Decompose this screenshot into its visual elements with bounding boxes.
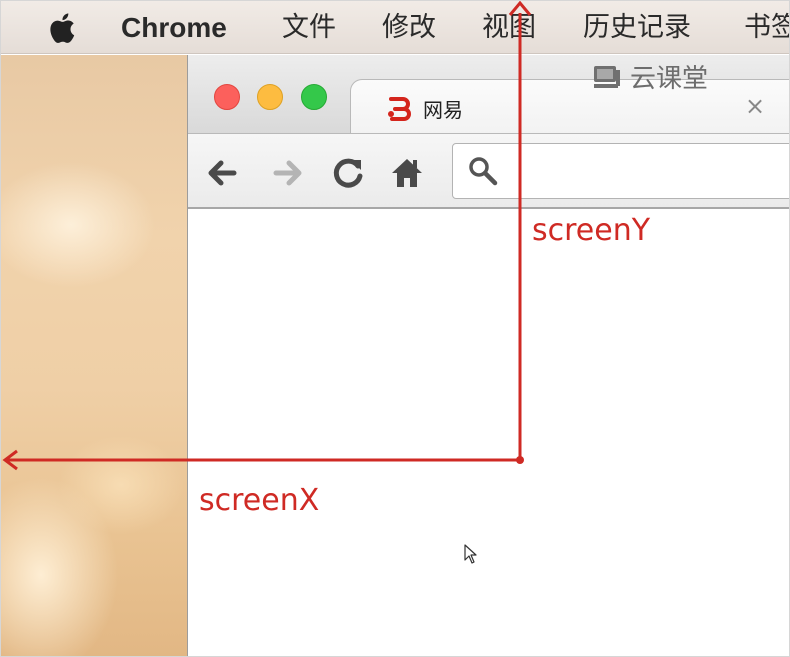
screen-x-label: screenX: [199, 483, 320, 518]
back-arrow-icon[interactable]: [204, 154, 242, 192]
screen-y-label: screenY: [532, 213, 651, 248]
reload-icon[interactable]: [329, 154, 367, 192]
apple-icon[interactable]: [46, 12, 76, 44]
minimize-window-button[interactable]: [257, 84, 283, 110]
address-bar[interactable]: [452, 143, 789, 199]
home-icon[interactable]: [388, 154, 426, 192]
close-window-button[interactable]: [214, 84, 240, 110]
search-icon: [469, 157, 498, 186]
forward-arrow-icon[interactable]: [268, 154, 306, 192]
mac-menu-bar: Chrome 文件 修改 视图 历史记录 书签: [1, 1, 789, 54]
menu-item-bookmarks[interactable]: 书签: [744, 12, 789, 43]
tab-title: 网易: [423, 98, 463, 122]
menu-item-file[interactable]: 文件: [282, 12, 336, 43]
watermark-text: 云课堂: [630, 64, 709, 94]
menu-app-name[interactable]: Chrome: [121, 12, 227, 43]
chrome-window: 网易 × 云课堂: [187, 55, 789, 656]
tab-close-icon[interactable]: ×: [745, 92, 766, 120]
menu-item-edit[interactable]: 修改: [382, 12, 436, 43]
watermark: 云课堂: [592, 58, 708, 95]
page-viewport[interactable]: [188, 209, 789, 656]
desktop-wallpaper: [1, 55, 191, 656]
netease-favicon-icon: [388, 97, 411, 121]
browser-toolbar: [188, 133, 789, 209]
window-titlebar: 网易 × 云课堂: [188, 55, 789, 135]
browser-tab[interactable]: 网易 ×: [350, 79, 789, 135]
zoom-window-button[interactable]: [301, 84, 327, 110]
menu-item-view[interactable]: 视图: [482, 12, 536, 43]
menu-item-history[interactable]: 历史记录: [583, 12, 691, 43]
watermark-logo-icon: [594, 65, 620, 88]
mouse-cursor-icon: [464, 544, 477, 564]
